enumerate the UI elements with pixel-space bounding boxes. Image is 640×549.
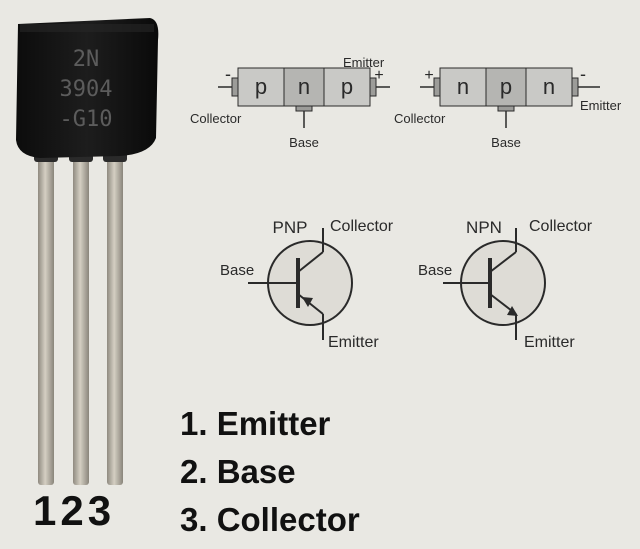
pnp-minus-sign: - <box>225 64 231 84</box>
npn-minus-sign: - <box>580 64 586 84</box>
pnp-emitter-arrow <box>302 297 313 307</box>
npn-emitter-label: Emitter <box>580 98 622 113</box>
pnp-collector-label: Collector <box>190 111 242 126</box>
pin-list-item-collector: 3. Collector <box>180 501 360 538</box>
package-body <box>16 18 159 158</box>
lead-emitter <box>38 155 54 485</box>
npn-layer-n2-label: n <box>543 74 555 99</box>
pnp-plus-sign: + <box>374 67 383 84</box>
pnp-layer-p2 <box>323 67 371 107</box>
pnp-symbol-emitter-label: Emitter <box>328 334 379 351</box>
pnp-emitter-label: Emitter <box>343 55 385 70</box>
npn-layer-p-label: p <box>500 74 512 99</box>
npn-layer-n2 <box>525 67 573 107</box>
package-marking-line2: 3904 <box>60 77 113 102</box>
npn-symbol-base-label: Base <box>418 262 452 279</box>
npn-layer-n1-label: n <box>457 74 469 99</box>
pnp-layer-n <box>283 67 325 107</box>
pnp-symbol-base-label: Base <box>220 262 254 279</box>
transistor-package: 2N 3904 -G10 <box>16 18 159 485</box>
pnp-block-diagram: p n p - + Emitter Collector Base <box>190 55 390 150</box>
package-marking-line3: -G10 <box>60 107 113 132</box>
npn-symbol-emitter-label: Emitter <box>524 334 575 351</box>
pnp-symbol: PNP Collector Base Emitter <box>220 218 394 351</box>
npn-plus-sign: + <box>424 67 433 84</box>
npn-block-diagram: n p n + - Emitter Collector Base <box>394 64 622 150</box>
npn-base-label: Base <box>491 135 521 150</box>
pnp-layer-p1-label: p <box>255 74 267 99</box>
pin-numbers: 123 <box>33 487 116 534</box>
npn-type-label: NPN <box>466 218 502 237</box>
npn-collector-label: Collector <box>394 111 446 126</box>
npn-layer-p <box>485 67 527 107</box>
pin-list-item-emitter: 1. Emitter <box>180 405 331 442</box>
pnp-layer-p2-label: p <box>341 74 353 99</box>
npn-symbol-collector-label: Collector <box>529 218 593 235</box>
pnp-type-label: PNP <box>273 218 308 237</box>
lead-base <box>73 155 89 485</box>
pnp-layer-n-label: n <box>298 74 310 99</box>
lead-collector <box>107 155 123 485</box>
pnp-symbol-collector-label: Collector <box>330 218 394 235</box>
pin-list-item-base: 2. Base <box>180 453 296 490</box>
pin-list: 1. Emitter 2. Base 3. Collector <box>180 400 360 544</box>
package-marking-line1: 2N <box>73 47 100 72</box>
npn-symbol: NPN Collector Base Emitter <box>418 218 593 351</box>
npn-emitter-arrow <box>507 306 518 316</box>
pnp-base-label: Base <box>289 135 319 150</box>
